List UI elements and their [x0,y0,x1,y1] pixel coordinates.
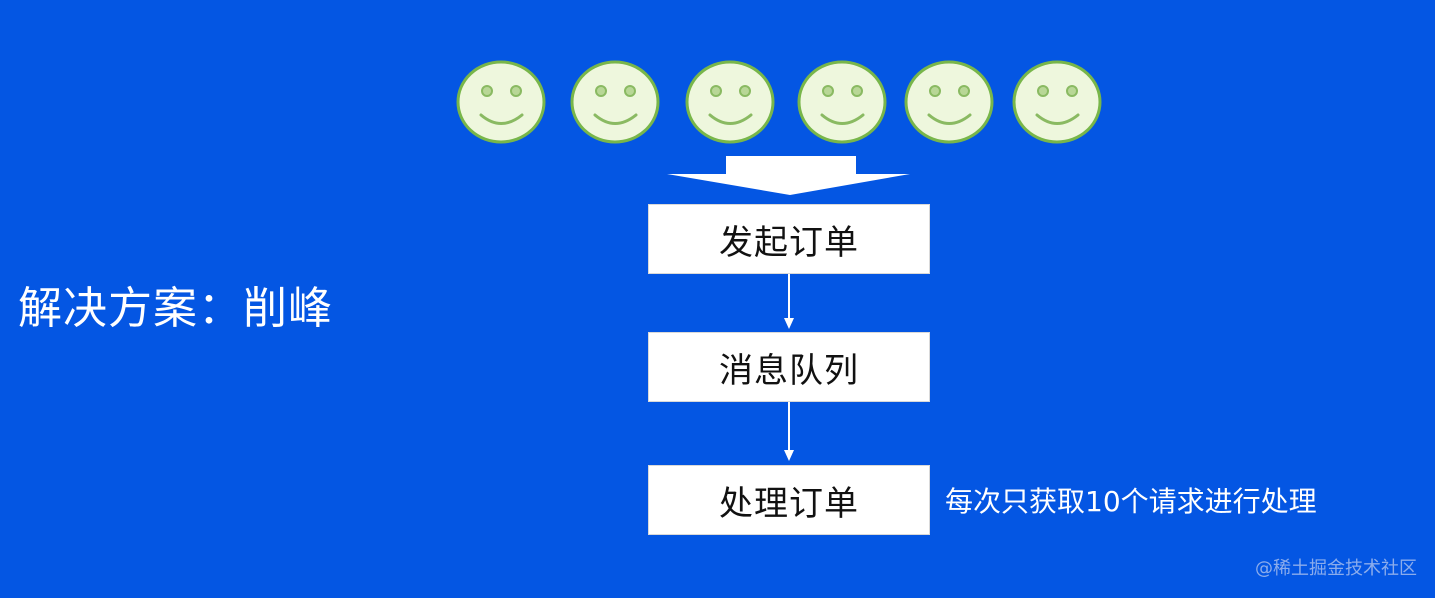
smiley-face-icon [797,60,887,144]
watermark: @稀土掘金技术社区 [1255,558,1417,579]
flow-step-process-order: 处理订单 [648,465,930,535]
flow-step-create-order: 发起订单 [648,204,930,274]
arrowhead-icon [784,450,794,461]
arrowhead-icon [784,318,794,329]
smiley-face-icon [904,60,994,144]
smiley-face-icon [456,60,546,144]
flow-step-message-queue: 消息队列 [648,332,930,402]
page-title: 解决方案：削峰 [18,283,333,334]
smiley-face-icon [685,60,775,144]
process-note: 每次只获取10个请求进行处理 [945,485,1317,518]
smiley-face-icon [570,60,660,144]
smiley-face-icon [1012,60,1102,144]
user-faces-row [456,60,1106,150]
large-down-arrow-icon [667,156,910,195]
